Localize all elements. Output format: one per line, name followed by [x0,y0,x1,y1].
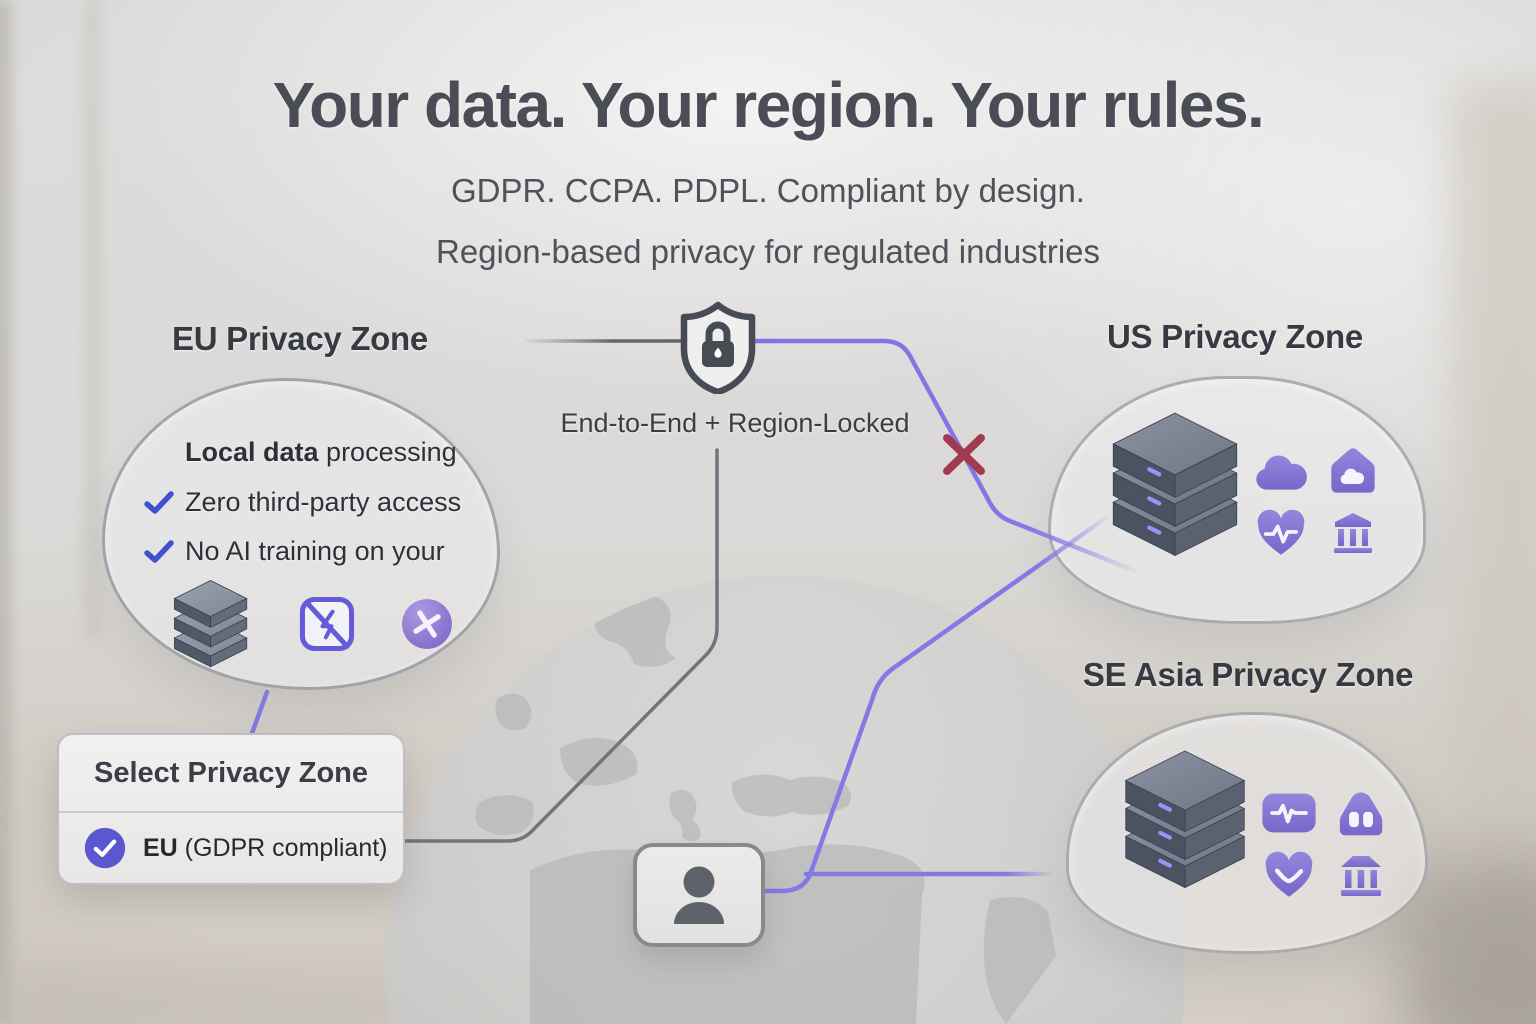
selector-option-eu[interactable]: EU (GDPR compliant) [59,813,403,883]
se-asia-icon-grid [1260,782,1390,906]
feature-text: processing [318,437,457,467]
page-subtitle-region: Region-based privacy for regulated indus… [435,233,1101,270]
red-x-icon [943,434,985,475]
server-stack-icon [173,580,248,668]
privacy-zone-selector[interactable]: Select Privacy Zone EU (GDPR compliant) [57,733,405,885]
feature-text: Zero third-party access [185,487,462,517]
blocked-x-icon [402,599,452,649]
pulse-monitor-icon [1262,793,1316,833]
check-icon [144,490,174,514]
eu-feature-no-ai-training: No AI training on your [143,536,445,567]
person-icon [674,866,724,924]
server-stack-icon [1115,746,1255,890]
heart-check-icon [1265,851,1313,897]
check-icon [144,539,174,563]
page-subtitle-compliance: GDPR. CCPA. PDPL. Compliant by design. [451,172,1085,209]
home-icon [1339,792,1383,836]
home-cloud-icon [1331,448,1375,493]
heart-pulse-icon [1257,509,1305,555]
shield-lock-icon [678,301,758,396]
selected-zone-detail: (GDPR compliant) [177,833,388,862]
bank-icon [1341,856,1381,896]
security-label: End-to-End + Region-Locked [560,408,910,438]
line-eu-to-selector [248,689,270,739]
user-node [633,843,765,947]
se-asia-zone-title: SE Asia Privacy Zone [1082,656,1414,693]
cloud-icon [1256,455,1307,490]
us-zone-title: US Privacy Zone [1107,318,1363,355]
feature-text-bold: Local data [185,437,319,467]
page-title: Your data. Your region. Your rules. [272,69,1265,141]
globe-graphic [380,570,1190,1024]
headline-block: Your data. Your region. Your rules. GDPR… [0,0,1536,271]
server-stack-icon [1102,408,1248,558]
no-ai-icon [299,596,355,652]
eu-icon-row [168,578,454,670]
eu-feature-local-processing: Local data processing [143,437,457,468]
bank-icon [1334,513,1372,553]
selector-title[interactable]: Select Privacy Zone [59,735,403,813]
check-circle-icon [84,827,126,869]
feature-text: No AI training on your [185,536,445,566]
selected-zone-code: EU [143,833,178,862]
eu-feature-zero-third-party: Zero third-party access [143,487,461,518]
us-icon-grid [1252,440,1382,564]
eu-zone-title: EU Privacy Zone [172,320,428,357]
